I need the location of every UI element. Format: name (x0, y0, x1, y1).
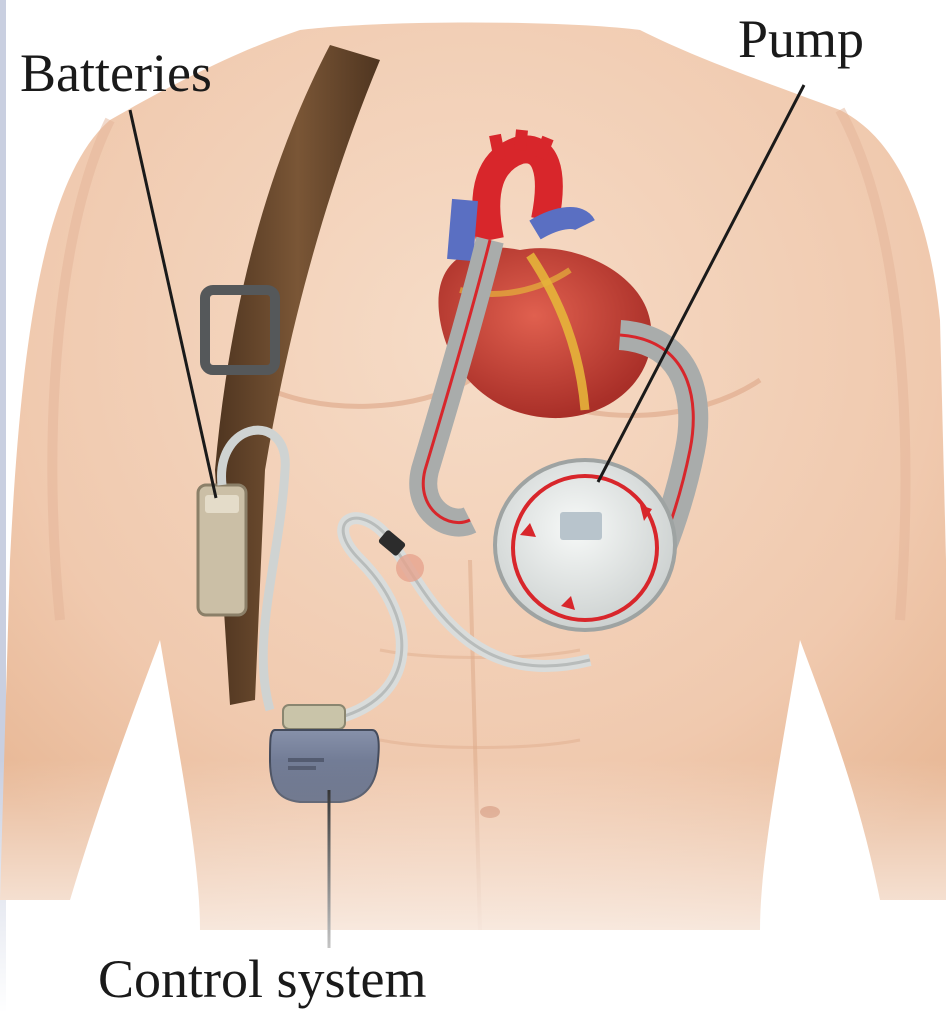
control-system-label: Control system (98, 952, 427, 1006)
pump-label: Pump (738, 12, 864, 66)
batteries-label: Batteries (20, 46, 212, 100)
